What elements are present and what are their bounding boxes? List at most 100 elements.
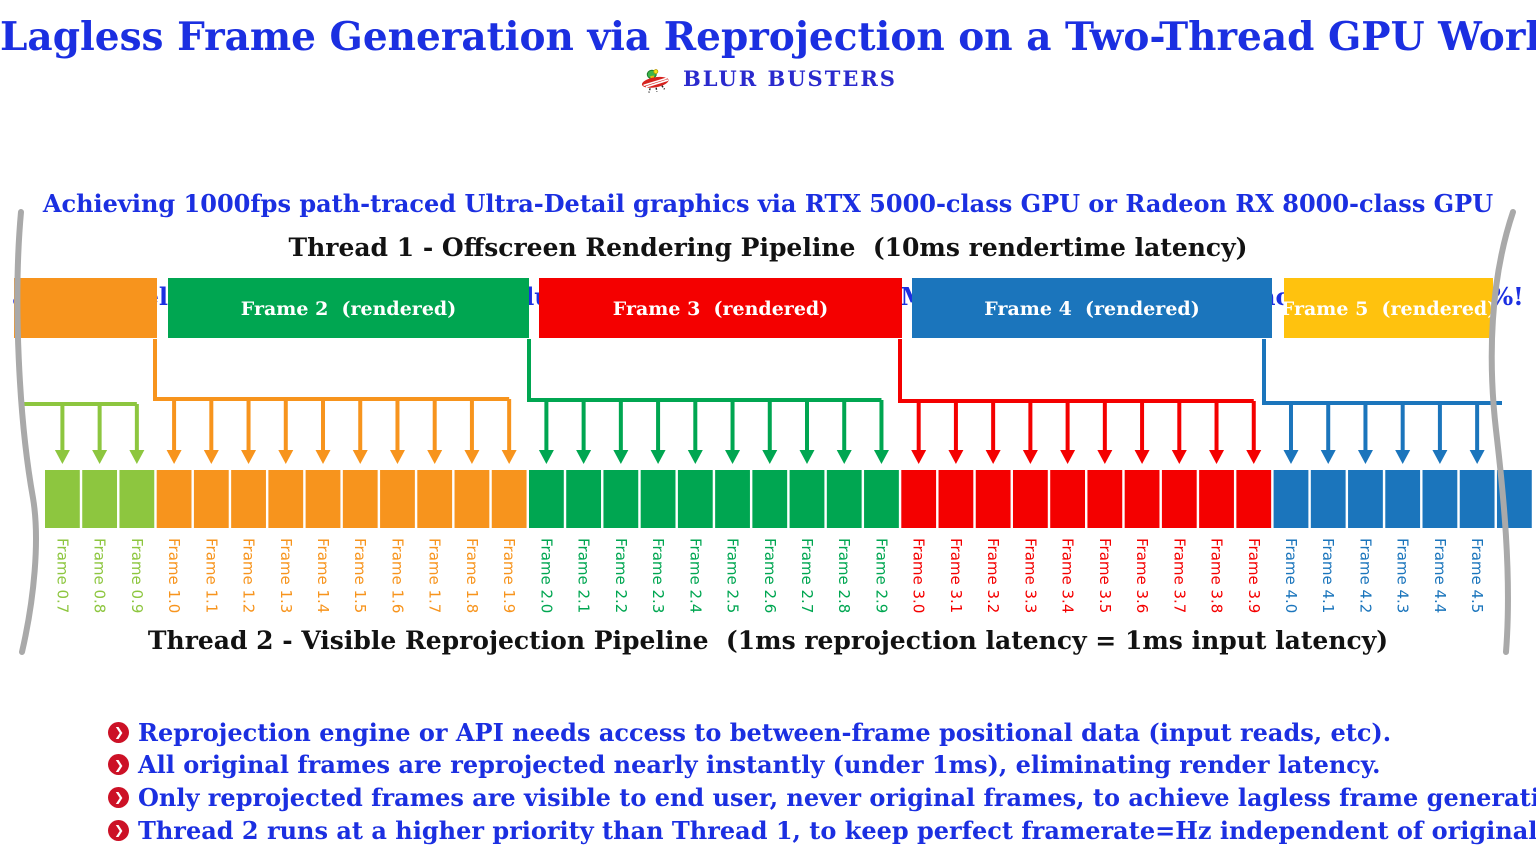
reprojection-arrow-head: [1097, 450, 1113, 464]
subtitle-line-1: Achieving 1000fps path-traced Ultra-Deta…: [42, 189, 1494, 218]
brand-row: BLUR BUSTERS: [0, 63, 1536, 93]
chevron-right-circle-icon: ❯: [108, 786, 129, 808]
reprojection-arrow-head: [129, 450, 145, 464]
reprojected-cell-frame-0-8: [82, 470, 118, 528]
reprojected-cell-frame-4-5: [1459, 470, 1495, 528]
reprojected-cell-label: Frame 3.4: [1059, 538, 1077, 613]
reprojected-cell-label: Frame 3.0: [910, 538, 928, 613]
reprojection-bracket-frame-4-reprojections: [1262, 339, 1502, 405]
reprojected-cell-frame-1-8: [454, 470, 490, 528]
timeline-continuation-left: [14, 209, 39, 655]
reprojected-cell-label: Frame 0.9: [128, 538, 146, 613]
reprojection-arrow-head: [427, 450, 443, 464]
reprojected-cell-frame-2-9: [864, 470, 899, 528]
render-block-frame-3: [539, 278, 902, 338]
reprojected-cell-frame-4-0: [1273, 470, 1309, 528]
reprojected-cell-label: Frame 3.2: [984, 538, 1002, 613]
render-block-label: Frame 4 (rendered): [984, 298, 1199, 320]
reprojected-cell-frame-3-2: [975, 470, 1011, 528]
reprojected-cell-label: Frame 3.1: [947, 538, 965, 613]
reprojected-cell-frame-4-4: [1422, 470, 1458, 528]
render-block-label: Frame 2 (rendered): [241, 298, 456, 320]
reprojected-cell-label: Frame 2.3: [649, 538, 667, 613]
reprojected-cell-label: Frame 2.8: [835, 538, 853, 613]
reprojected-cell-label: Frame 1.7: [426, 538, 444, 613]
reprojection-arrow-head: [1022, 450, 1038, 464]
reprojection-arrow-head: [576, 450, 592, 464]
reprojected-cell-label: Frame 1.9: [500, 538, 518, 613]
reprojected-cell-label: Frame 1.2: [240, 538, 258, 613]
reprojected-cell-frame-3-4: [1050, 470, 1086, 528]
reprojection-arrow-head: [352, 450, 368, 464]
reprojected-cell-frame-1-1: [193, 470, 229, 528]
reprojected-cell-frame-2-7: [789, 470, 825, 528]
reprojection-arrow-head: [1357, 450, 1373, 464]
reprojected-cell-frame-1-3: [268, 470, 304, 528]
reprojection-bracket-frame-3-reprojections: [898, 339, 1254, 403]
reprojected-cell-frame-1-6: [380, 470, 415, 528]
reprojected-cell-label: Frame 1.5: [351, 538, 369, 613]
reprojected-cell-label: Frame 4.5: [1468, 538, 1486, 613]
reprojected-cell-label: Frame 1.3: [277, 538, 295, 613]
reprojected-cell-label: Frame 1.6: [388, 538, 406, 613]
note-row: ❯ All original frames are reprojected nea…: [108, 749, 1536, 782]
reprojected-cell-frame-2-5: [715, 470, 750, 528]
reprojected-cell-label: Frame 2.5: [724, 538, 742, 613]
reprojected-cell-frame-4-2: [1348, 470, 1383, 528]
reprojected-cell-frame-1-4: [305, 470, 341, 528]
render-block-frame-1: [14, 278, 157, 338]
reprojection-arrow-head: [799, 450, 815, 464]
reprojection-arrow-head: [948, 450, 964, 464]
render-block-frame-2: [168, 278, 529, 338]
reprojected-cell-label: Frame 0.8: [91, 538, 109, 613]
reprojected-cell-label: Frame 2.9: [872, 538, 890, 613]
reprojected-cell-frame-2-3: [640, 470, 676, 528]
reprojected-cell-label: Frame 3.9: [1245, 538, 1263, 613]
reprojection-arrow-head: [725, 450, 741, 464]
page-title: Lagless Frame Generation via Reprojectio…: [0, 14, 1536, 60]
reprojection-arrow-head: [1320, 450, 1336, 464]
reprojected-cell-label: Frame 3.3: [1021, 538, 1039, 613]
reprojection-arrow-head: [464, 450, 480, 464]
reprojected-cell-label: Frame 2.0: [537, 538, 555, 613]
reprojected-cell-frame-2-6: [752, 470, 788, 528]
reprojection-arrow-head: [687, 450, 703, 464]
chevron-right-circle-icon: ❯: [108, 754, 129, 776]
reprojected-cell-frame-1-2: [231, 470, 266, 528]
reprojected-cell-label: Frame 3.7: [1170, 538, 1188, 613]
reprojected-cell-frame-2-1: [566, 470, 602, 528]
reprojected-cell-frame-3-5: [1087, 470, 1123, 528]
note-text: Thread 2 runs at a higher priority than …: [138, 815, 1536, 845]
reprojected-cell-label: Frame 2.6: [761, 538, 779, 613]
reprojection-arrow-head: [538, 450, 554, 464]
reprojection-arrow-head: [836, 450, 852, 464]
reprojection-arrow-head: [241, 450, 257, 464]
reprojected-cell-frame-2-2: [603, 470, 639, 528]
thread2-caption: Thread 2 - Visible Reprojection Pipeline…: [147, 626, 1389, 655]
reprojection-arrow-head: [1134, 450, 1150, 464]
reprojected-cell-frame-3-1: [938, 470, 974, 528]
notes-list: ❯ Reprojection engine or API needs access…: [108, 716, 1536, 846]
note-text: Reprojection engine or API needs access …: [138, 717, 1392, 747]
reprojection-arrow-head: [1171, 450, 1187, 464]
reprojected-cell-label: Frame 2.4: [686, 538, 704, 613]
reprojected-cell-label: Frame 1.0: [165, 538, 183, 613]
reprojected-cell-label: Frame 1.8: [463, 538, 481, 613]
note-row: ❯Reprojection engine or API needs access…: [108, 716, 1536, 749]
reprojection-arrow-head: [166, 450, 182, 464]
reprojection-arrow-head: [1432, 450, 1448, 464]
reprojected-cell-frame-0-9: [119, 470, 155, 528]
reprojection-arrow-head: [278, 450, 294, 464]
reprojected-cell-frame-3-9: [1236, 470, 1272, 528]
render-block-label: Frame 5 (rendered): [1281, 298, 1496, 320]
reprojection-arrow-head: [92, 450, 108, 464]
reprojected-cell-frame-2-4: [677, 470, 713, 528]
reprojection-bracket-frame-2-reprojections: [527, 339, 882, 402]
note-text: Only reprojected frames are visible to e…: [138, 782, 1536, 812]
reprojected-cell-frame-0-7: [45, 470, 80, 528]
reprojected-cell-label: Frame 3.5: [1096, 538, 1114, 613]
render-block-frame-5: [1284, 278, 1493, 338]
reprojected-cell-label: Frame 3.8: [1208, 538, 1226, 613]
note-text: All original frames are reprojected near…: [138, 750, 1381, 780]
